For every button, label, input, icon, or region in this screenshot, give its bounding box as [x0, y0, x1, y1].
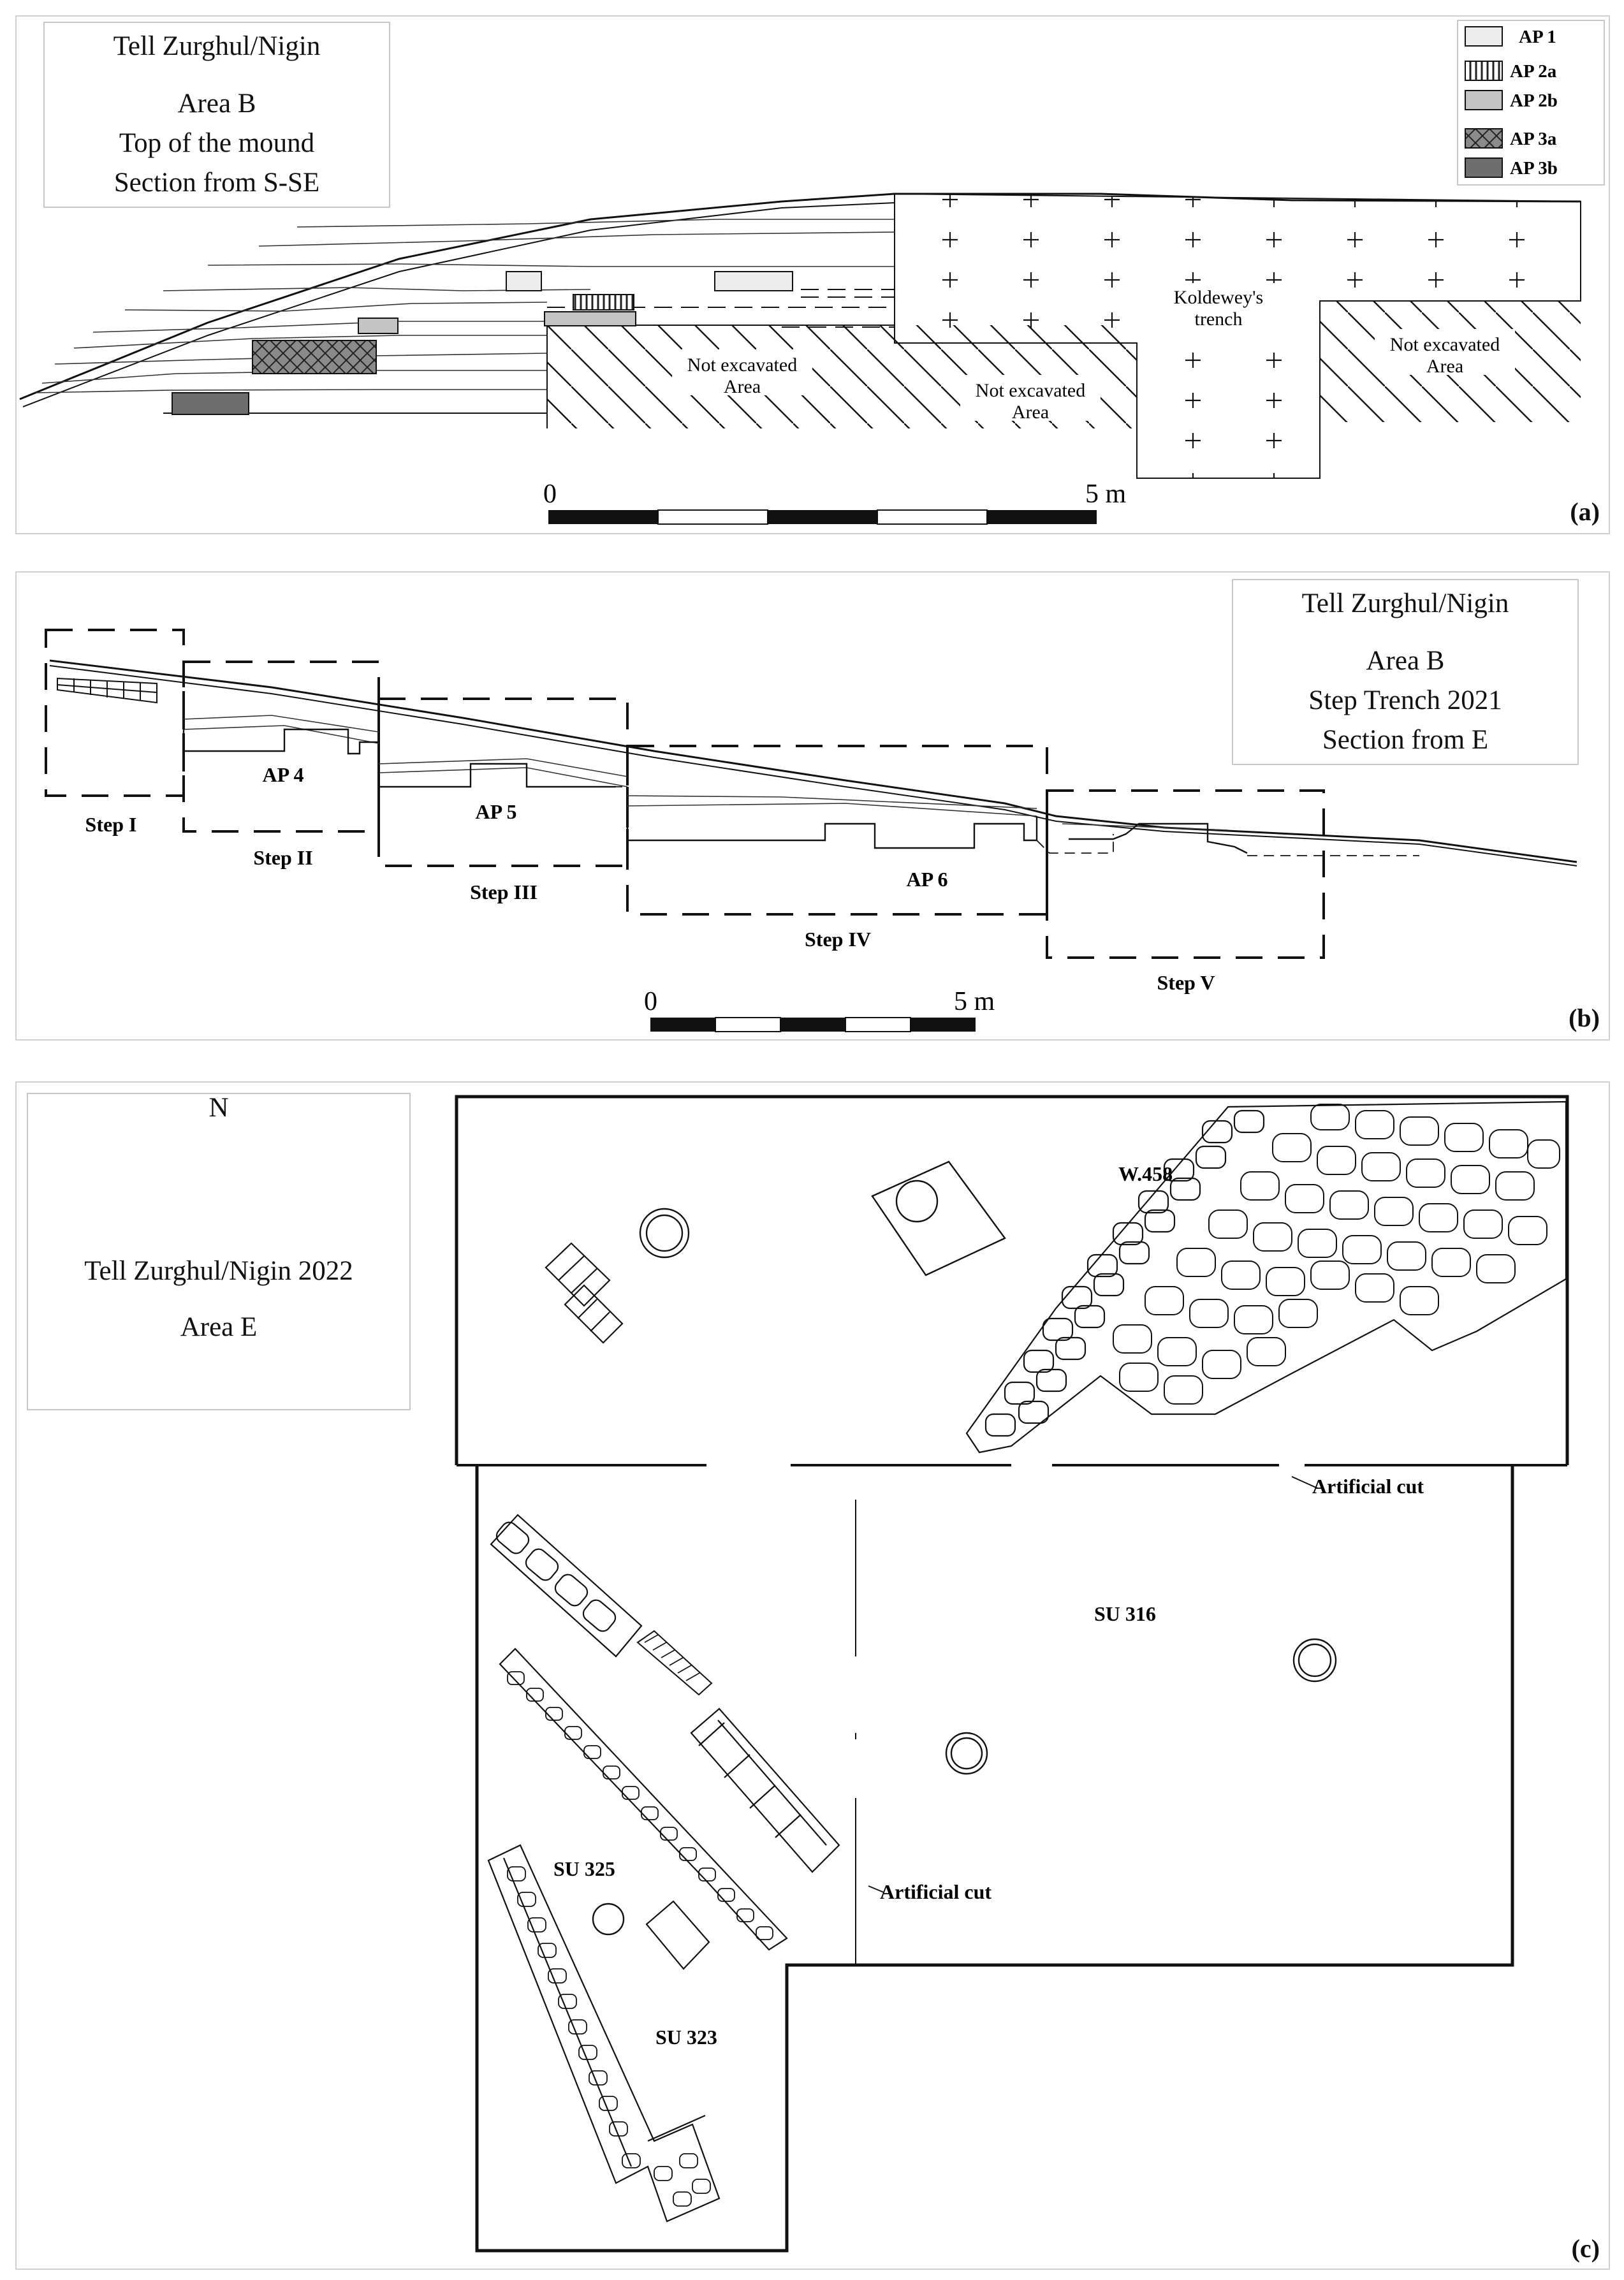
- su-label: SU 323: [655, 2026, 717, 2049]
- brick-patch: [57, 677, 157, 704]
- title-line: Section from S-SE: [113, 168, 320, 198]
- ap3a-block: [252, 340, 377, 374]
- title-box-b: Tell Zurghul/Nigin Area B Step Trench 20…: [1232, 579, 1579, 765]
- step-frame: [377, 698, 629, 867]
- section-drawing-b: Step I Step II Step III Step IV Step V A…: [45, 629, 1577, 1032]
- panel-c: W.458 Artificial cut Artificial cut SU 3…: [15, 1081, 1610, 2270]
- ground-surface-line: [49, 659, 1577, 863]
- ap2a-block: [573, 294, 634, 311]
- title-box-c: N Tell Zurghul/Nigin 2022 Area E: [27, 1093, 411, 1410]
- svg-text:5 m: 5 m: [1085, 479, 1127, 509]
- bricks-diagonal: [507, 1671, 773, 2207]
- legend-a: AP 1 AP 2a AP 2b AP 3a AP 3b: [1457, 20, 1605, 186]
- title-box-a: Tell Zurghul/Nigin Area B Top of the mou…: [43, 22, 390, 208]
- cut-label: Artificial cut: [1312, 1475, 1424, 1498]
- svg-text:AP 2b: AP 2b: [1510, 91, 1558, 111]
- ap1-block: [506, 271, 542, 291]
- step-frame: [1046, 789, 1325, 959]
- wall-diagonal-right: [690, 1707, 840, 1873]
- ap1-block: [714, 271, 793, 291]
- svg-text:5 m: 5 m: [954, 987, 995, 1016]
- svg-text:Step IV: Step IV: [805, 928, 871, 951]
- svg-text:0: 0: [644, 987, 657, 1016]
- su-label: SU 316: [1094, 1602, 1156, 1625]
- title-line: Tell Zurghul/Nigin: [113, 31, 321, 61]
- wall-diagonal-long: [499, 1648, 788, 1970]
- rectangular-feature: [871, 1160, 1006, 1276]
- svg-text:AP 3a: AP 3a: [1510, 129, 1557, 149]
- title-line: Top of the mound: [119, 128, 315, 158]
- ap2b-block: [544, 311, 636, 326]
- pit-features: [592, 1180, 1337, 1936]
- su-label: SU 325: [553, 1857, 615, 1880]
- step-labels: Step I Step II Step III Step IV Step V: [85, 813, 1215, 994]
- trench-lower: [475, 1465, 1514, 2253]
- step-frame: [182, 661, 380, 833]
- trench-upper: [455, 1095, 1569, 1465]
- title-line: Tell Zurghul/Nigin: [1301, 588, 1509, 618]
- wall-upper-left: [490, 1514, 643, 1658]
- wall-label: W.458: [1118, 1162, 1173, 1185]
- svg-text:AP 3b: AP 3b: [1510, 158, 1558, 179]
- ap3b-block: [172, 392, 249, 415]
- title-line: Tell Zurghul/Nigin 2022: [84, 1256, 353, 1286]
- title-line: Area E: [180, 1312, 258, 1342]
- panel-b: Step I Step II Step III Step IV Step V A…: [15, 571, 1610, 1041]
- compass-label: N: [208, 1093, 229, 1123]
- title-line: Step Trench 2021: [1308, 685, 1502, 715]
- wall-lower-left: [487, 1844, 721, 2223]
- panel-label-a: (a): [1570, 497, 1600, 526]
- title-line: Area B: [177, 89, 256, 119]
- svg-text:Step II: Step II: [253, 846, 312, 869]
- small-brick-cluster: [545, 1242, 624, 1344]
- wall-w458-bricks: [1113, 1104, 1560, 1405]
- panel-label-c: (c): [1571, 2234, 1600, 2263]
- cut-label: Artificial cut: [880, 1880, 991, 1903]
- scale-bar-a: 0 5 m: [543, 479, 1127, 525]
- svg-text:0: 0: [543, 479, 557, 509]
- svg-text:Step V: Step V: [1157, 971, 1215, 994]
- ground-surface-line: [19, 193, 1581, 400]
- svg-text:AP 2a: AP 2a: [1510, 61, 1557, 82]
- ap2b-block: [358, 318, 399, 334]
- svg-text:AP 5: AP 5: [476, 800, 517, 823]
- hatched-brick: [636, 1630, 713, 1696]
- panel-label-b: (b): [1569, 1004, 1600, 1032]
- plan-labels: W.458 Artificial cut Artificial cut SU 3…: [553, 1162, 1424, 2049]
- svg-text:Step I: Step I: [85, 813, 137, 836]
- step-frame: [45, 629, 185, 797]
- svg-text:AP 1: AP 1: [1519, 27, 1556, 47]
- svg-text:AP 4: AP 4: [263, 763, 304, 786]
- title-line: Area B: [1366, 646, 1445, 676]
- step-frame: [626, 745, 1048, 916]
- ap-labels: AP 4 AP 5 AP 6: [263, 763, 948, 891]
- svg-text:AP 6: AP 6: [907, 868, 948, 891]
- scale-bar-b: 0 5 m: [644, 987, 995, 1032]
- title-line: Section from E: [1322, 725, 1489, 755]
- svg-text:Step III: Step III: [470, 881, 538, 903]
